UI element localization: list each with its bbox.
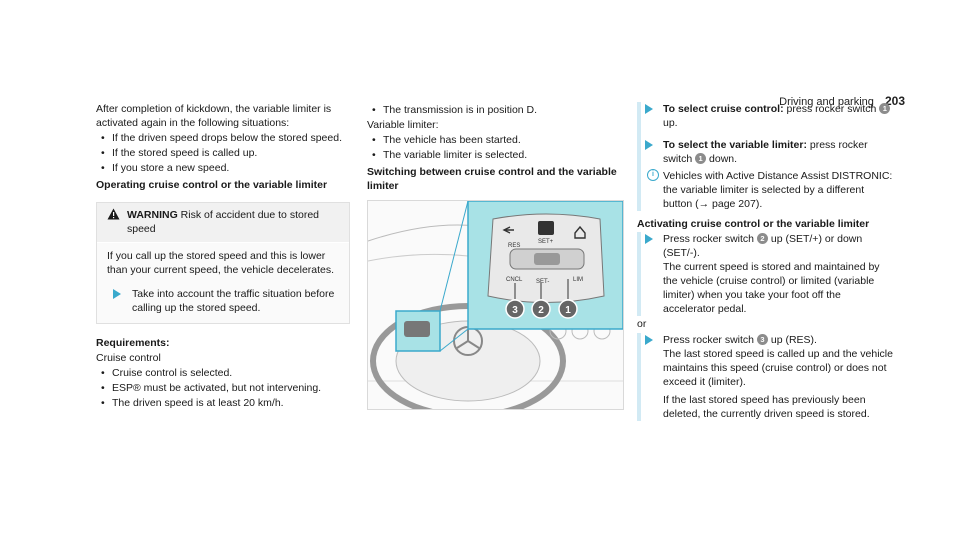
- section-heading: Operating cruise control or the variable…: [96, 179, 328, 191]
- label-set-minus: SET-: [536, 279, 549, 285]
- arrow-icon: [113, 289, 121, 299]
- arrow-icon: [645, 104, 653, 114]
- warning-action: Take into account the traffic situation …: [107, 287, 341, 315]
- label-lim: LIM: [573, 277, 583, 283]
- page-number: 203: [884, 94, 905, 108]
- list-item: The vehicle has been started.: [367, 133, 622, 147]
- section-heading: Switching between cruise control and the…: [367, 166, 617, 192]
- label-res: RES: [508, 243, 520, 249]
- list-item: If the driven speed drops below the stor…: [96, 131, 350, 145]
- column-3: To select cruise control: press rocker s…: [637, 102, 895, 422]
- svg-text:1: 1: [565, 305, 571, 316]
- requirements-heading: Requirements:: [96, 337, 170, 349]
- callout-1: [558, 299, 578, 319]
- list-item: ESP® must be activated, but not interven…: [96, 381, 350, 395]
- intro-text: After completion of kickdown, the variab…: [96, 103, 332, 129]
- list-item: The driven speed is at least 20 km/h.: [96, 396, 350, 410]
- column-2: The transmission is in position D. Varia…: [367, 102, 624, 410]
- instruction-select-cruise: To select cruise control: press rocker s…: [641, 102, 895, 130]
- column-1: After completion of kickdown, the variab…: [96, 102, 350, 411]
- instruction-group-activate: Press rocker switch 2 up (SET/+) or down…: [637, 232, 895, 316]
- instruction-select-limiter: To select the variable limiter: press ro…: [641, 138, 895, 166]
- requirements-sub: Cruise control: [96, 352, 161, 364]
- warning-triangle-icon: [107, 208, 127, 236]
- variable-limiter-sub: Variable limiter:: [367, 119, 439, 131]
- list-item: Cruise control is selected.: [96, 366, 350, 380]
- callout-2: [531, 299, 551, 319]
- callout-badge: 3: [756, 334, 768, 345]
- list-item: If you store a new speed.: [96, 161, 350, 175]
- callout-3: [505, 299, 525, 319]
- warning-title: Risk of accident due to stored speed: [127, 209, 319, 235]
- steering-wheel-illustration: RES SET+ CNCL SET- LIM 3 2 1: [368, 201, 623, 409]
- page-header: Driving and parking 203: [779, 94, 905, 108]
- arrow-icon: [645, 335, 653, 345]
- callout-badge: 2: [756, 233, 768, 244]
- instruction-group-select: To select cruise control: press rocker s…: [637, 102, 895, 211]
- arrow-icon: [645, 234, 653, 244]
- or-text: or: [637, 318, 647, 330]
- callout-badge: 1: [879, 103, 891, 114]
- info-icon: i: [647, 169, 659, 181]
- svg-text:3: 3: [512, 305, 518, 316]
- label-cncl: CNCL: [506, 277, 523, 283]
- info-note: i Vehicles with Active Distance Assist D…: [641, 169, 895, 211]
- section-title: Driving and parking: [779, 96, 874, 108]
- list-item: The transmission is in position D.: [367, 103, 622, 117]
- section-heading: Activating cruise control or the variabl…: [637, 218, 870, 230]
- instruction-res: Press rocker switch 3 up (RES). The last…: [641, 333, 895, 421]
- callout-badge: 1: [695, 153, 707, 164]
- svg-text:2: 2: [538, 305, 544, 316]
- list-item: The variable limiter is selected.: [367, 148, 622, 162]
- instruction-group-resume: Press rocker switch 3 up (RES). The last…: [637, 333, 895, 421]
- steering-wheel-figure: RES SET+ CNCL SET- LIM 3 2 1: [367, 200, 624, 410]
- label-set-plus: SET+: [538, 239, 554, 245]
- instruction-set: Press rocker switch 2 up (SET/+) or down…: [641, 232, 895, 316]
- arrow-icon: [645, 140, 653, 150]
- warning-body: If you call up the stored speed and this…: [107, 250, 335, 276]
- warning-box: WARNING Risk of accident due to stored s…: [96, 202, 350, 324]
- list-item: If the stored speed is called up.: [96, 146, 350, 160]
- warning-label: WARNING: [127, 209, 178, 221]
